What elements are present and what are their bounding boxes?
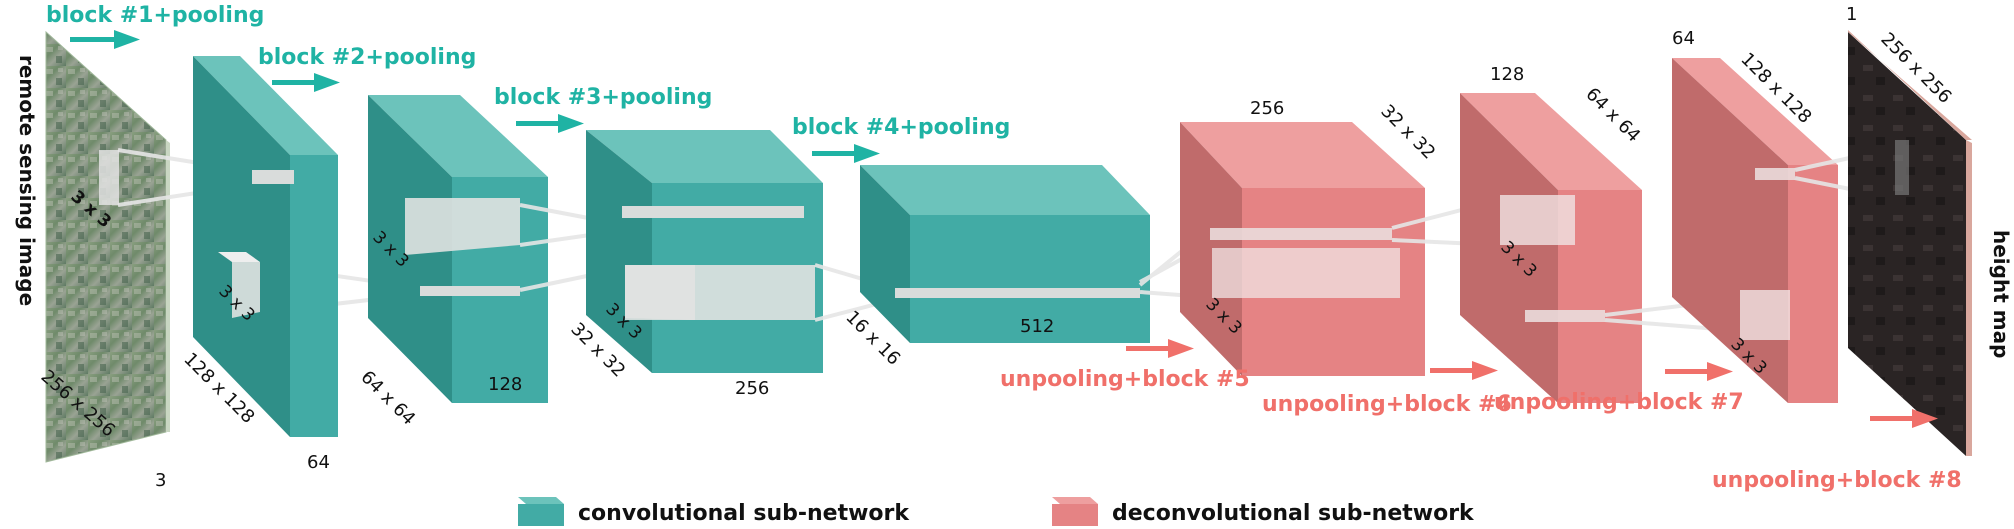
output-title: height map — [1989, 230, 2013, 358]
conv-block-1 — [193, 56, 338, 437]
arrow-icon — [1126, 339, 1194, 358]
arrow-icon — [1665, 362, 1733, 381]
kernel-slice — [252, 170, 294, 184]
output-channels-label: 1 — [1846, 4, 1857, 25]
kernel-cube — [1500, 195, 1575, 245]
kernel-slice — [895, 288, 1140, 298]
kernel-cube — [1740, 290, 1790, 340]
arrow-icon — [70, 30, 140, 49]
step-label-block-6: unpooling+block #6 — [1262, 392, 1512, 417]
arrow-icon — [516, 114, 584, 133]
block2-channels-label: 128 — [488, 374, 522, 395]
legend: convolutional sub-network deconvolutiona… — [518, 497, 1475, 526]
conv-block-3 — [586, 130, 823, 373]
block3-channels-label: 256 — [735, 378, 769, 399]
kernel-cube — [1212, 248, 1400, 298]
step-label-block-8: unpooling+block #8 — [1712, 468, 1962, 493]
arrow-icon — [272, 73, 340, 92]
step-label-block-4: block #4+pooling — [792, 115, 1010, 140]
deconv-block-7 — [1672, 58, 1838, 403]
block6-channels-label: 128 — [1490, 64, 1524, 85]
conv-block-2 — [368, 95, 548, 403]
deconv-block-5 — [1180, 122, 1425, 376]
kernel-cube — [405, 198, 520, 255]
block1-channels-label: 64 — [307, 452, 330, 473]
kernel-slice — [420, 286, 520, 296]
block7-channels-label: 64 — [1672, 28, 1695, 49]
output-height-map — [1848, 30, 1972, 456]
legend-conv-label: convolutional sub-network — [578, 501, 910, 526]
output-kernel-box — [1895, 140, 1909, 195]
step-label-block-7: unpooling+block #7 — [1494, 390, 1744, 415]
kernel-cube-top — [218, 252, 260, 262]
input-channels-label: 3 — [155, 470, 166, 491]
arrow-icon — [1870, 409, 1938, 428]
input-title: remote sensing image — [15, 55, 39, 306]
step-label-block-3: block #3+pooling — [494, 85, 712, 110]
step-label-block-5: unpooling+block #5 — [1000, 367, 1250, 392]
block6-size-label: 64 x 64 — [1581, 84, 1644, 147]
kernel-cube — [232, 262, 260, 318]
block2-size-label: 64 x 64 — [356, 367, 419, 430]
legend-deconv-swatch — [1052, 497, 1098, 526]
kernel-slice — [1525, 310, 1605, 322]
kernel-slice — [1210, 228, 1392, 240]
step-label-block-2: block #2+pooling — [258, 45, 476, 70]
deconv-block-6 — [1460, 93, 1642, 403]
legend-deconv-label: deconvolutional sub-network — [1112, 501, 1475, 526]
kernel-slice — [622, 206, 804, 218]
block5-channels-label: 256 — [1250, 98, 1284, 119]
arrow-icon — [1430, 361, 1498, 380]
input-kernel-box — [99, 150, 119, 205]
block4-channels-label: 512 — [1020, 316, 1054, 337]
step-label-block-1: block #1+pooling — [46, 3, 264, 28]
input-image — [45, 30, 170, 463]
legend-conv-swatch — [518, 497, 564, 526]
kernel-slice — [1755, 168, 1795, 180]
arrow-icon — [812, 144, 880, 163]
conv-block-4 — [860, 165, 1150, 343]
